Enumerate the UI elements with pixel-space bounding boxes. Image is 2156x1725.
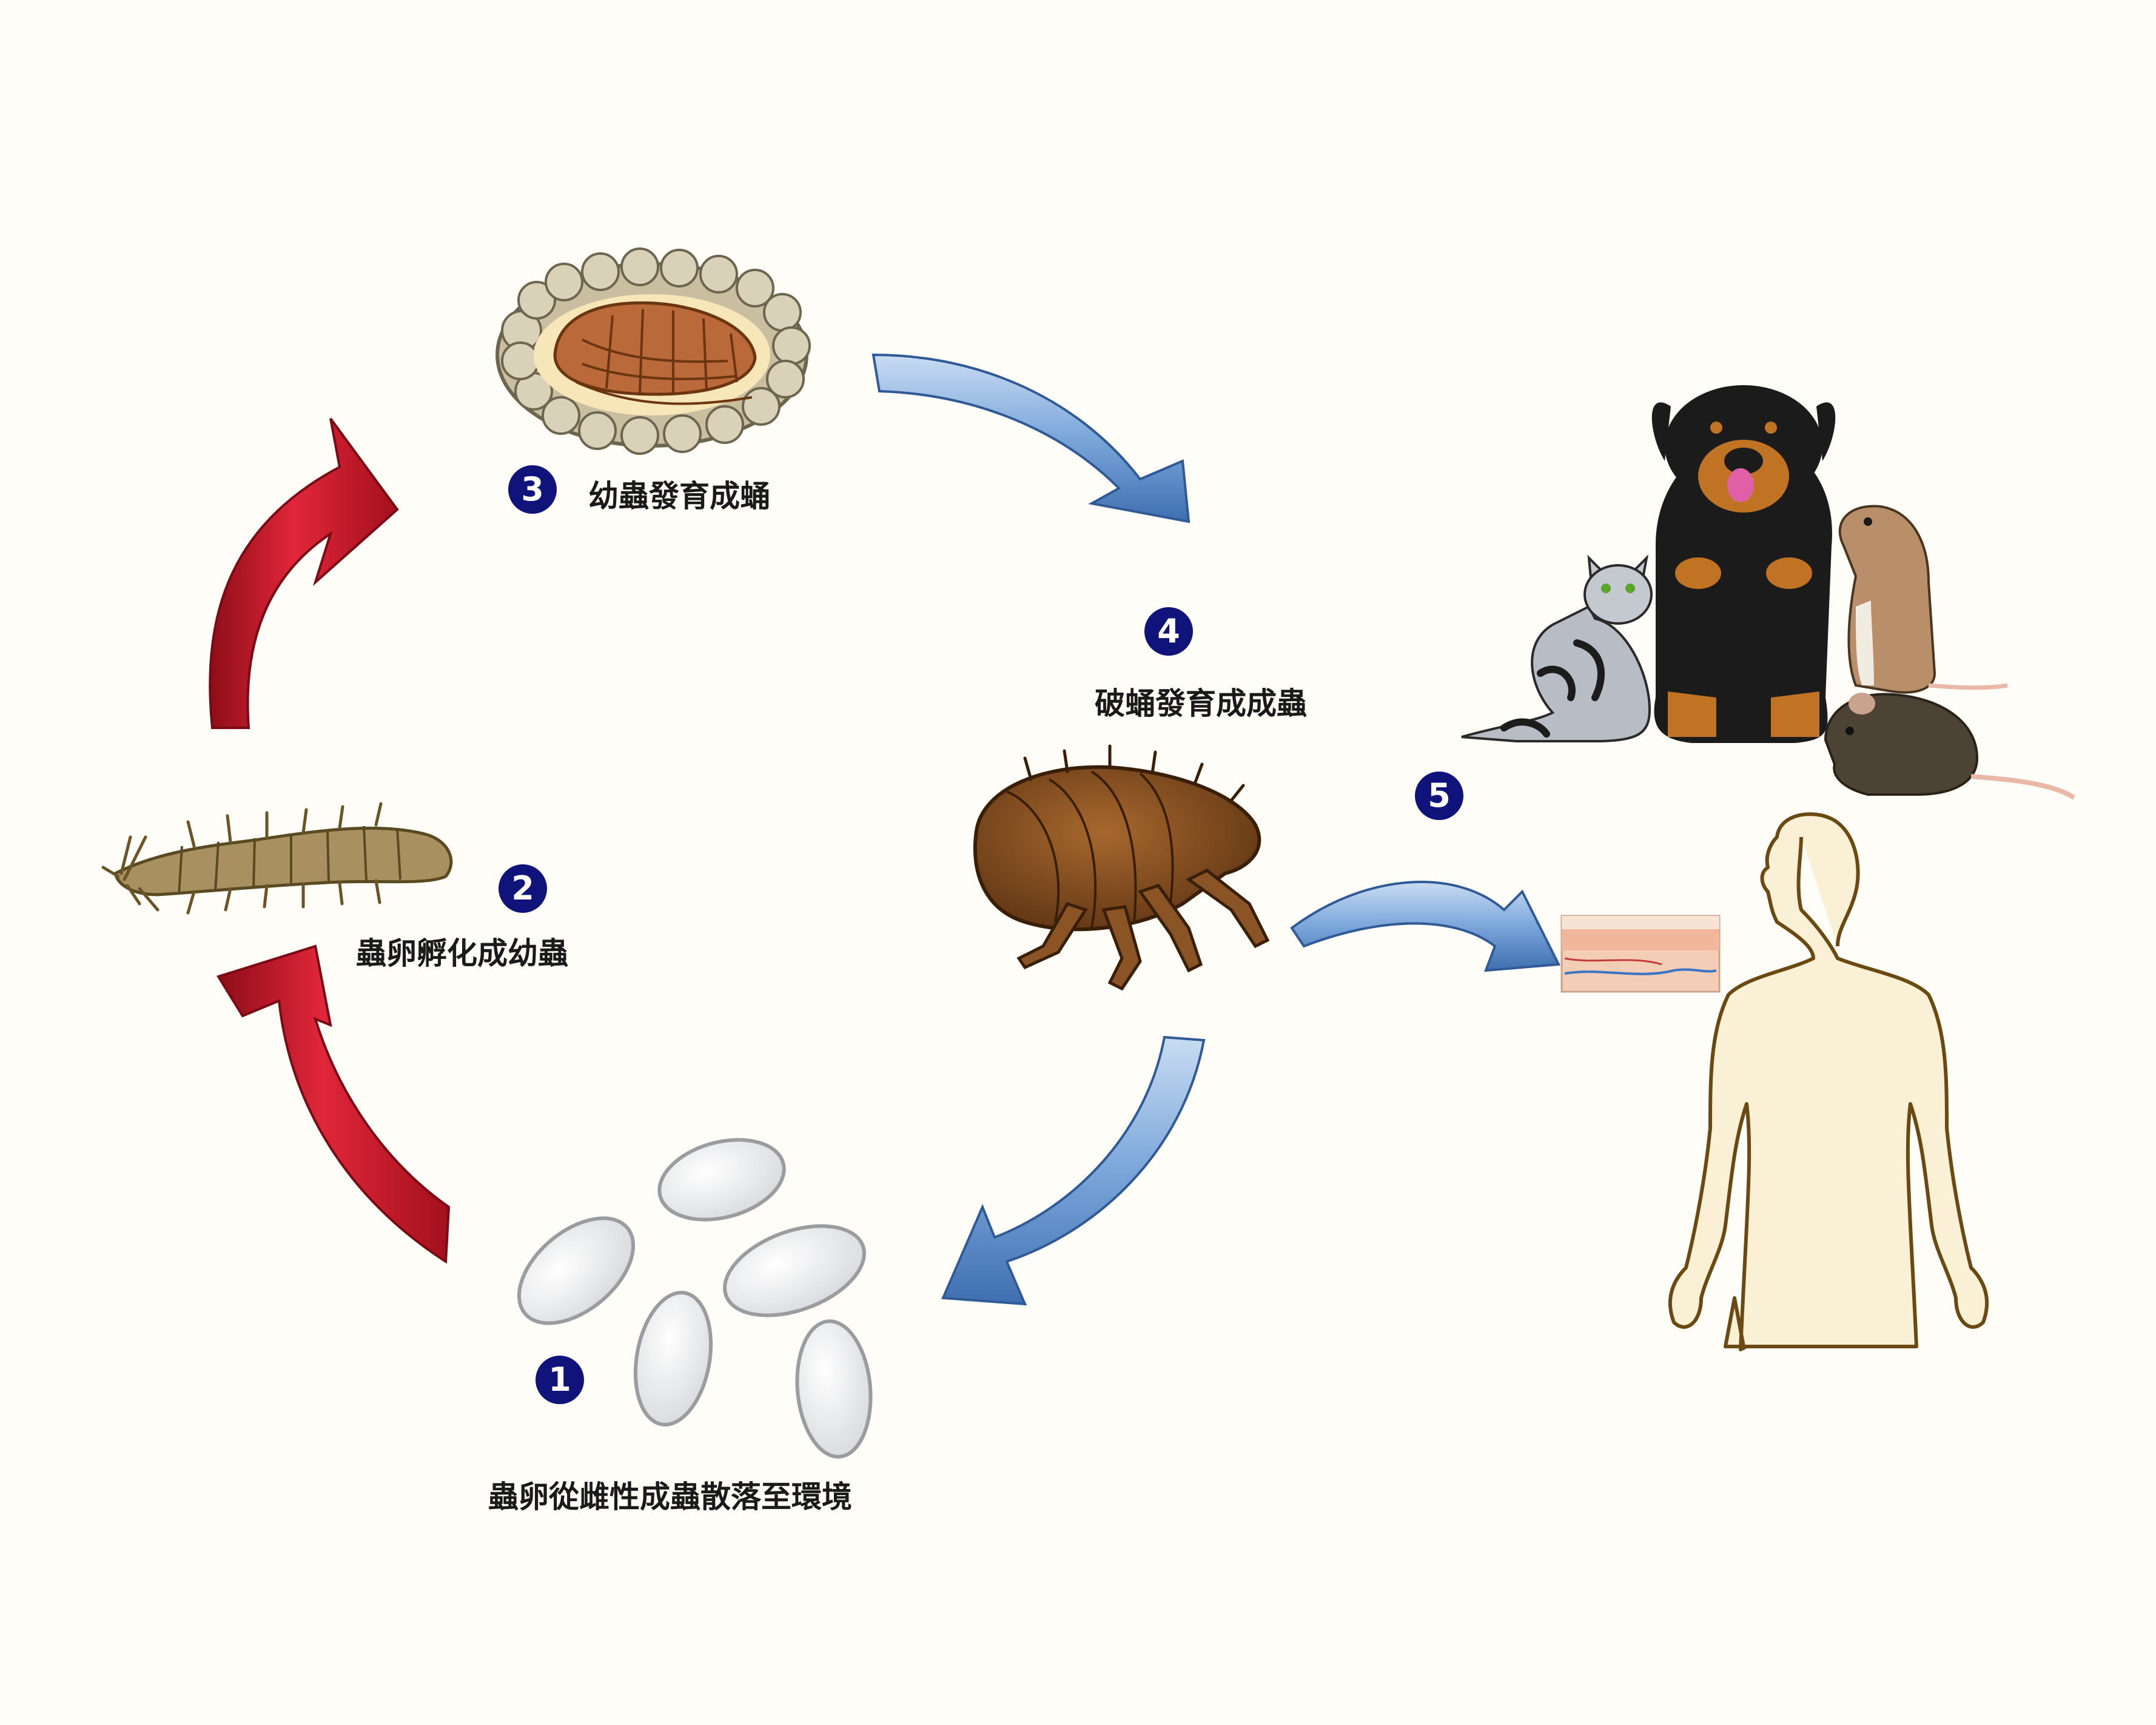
flea-larva-icon	[101, 802, 453, 915]
stage-3-badge: 3	[508, 465, 557, 514]
skin-section-icon	[1560, 915, 1721, 993]
stage-2-label: 蟲卵孵化成幼蟲	[356, 936, 568, 971]
human-icon	[1668, 812, 1989, 1351]
blue-arrow-bottom-icon	[941, 1035, 1206, 1306]
adult-flea-icon	[973, 744, 1270, 991]
stage-4-label: 破蛹發育成成蟲	[1095, 686, 1307, 721]
cat-icon	[1461, 554, 1653, 742]
dog-icon	[1651, 385, 1836, 743]
stage-4-badge: 4	[1144, 607, 1193, 656]
stage-1-badge: 1	[536, 1356, 584, 1404]
mouse-icon	[1824, 693, 2076, 800]
stage-5-badge: 5	[1415, 772, 1463, 820]
blue-arrow-host-icon	[1290, 881, 1561, 972]
flea-pupa-cocoon-icon	[495, 247, 811, 455]
rat-icon	[1838, 505, 2008, 694]
blue-arrow-top-icon	[871, 353, 1191, 523]
stage-2-badge: 2	[499, 864, 547, 913]
stage-3-label: 幼蟲發育成蛹	[588, 479, 770, 514]
red-arrow-lower-icon	[216, 944, 451, 1264]
stage-1-label: 蟲卵從雌性成蟲散落至環境	[488, 1479, 852, 1515]
red-arrow-upper-icon	[209, 417, 399, 729]
flea-eggs-icon	[517, 1138, 873, 1459]
